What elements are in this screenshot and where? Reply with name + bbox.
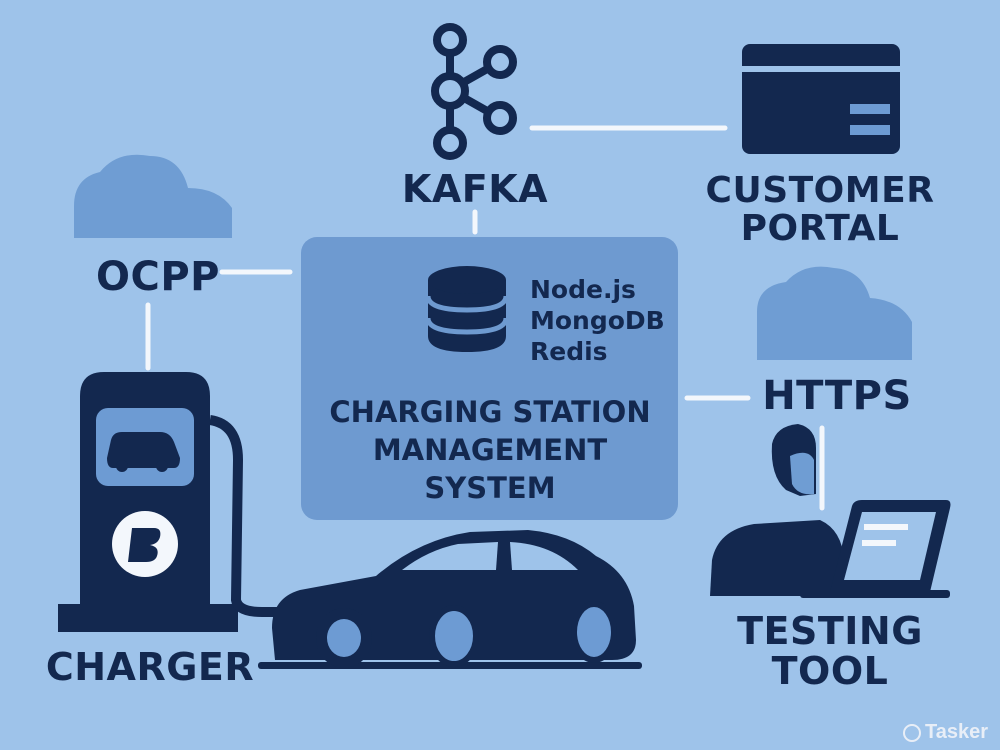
car-icon <box>258 530 642 669</box>
tech-stack-item: Node.js <box>530 275 636 304</box>
customer-portal-label-line: CUSTOMER <box>705 170 935 211</box>
brand-name: Tasker <box>924 721 988 743</box>
csms-title-line: CHARGING STATION <box>329 395 651 429</box>
testing-tool-label-line: TESTING <box>737 609 923 653</box>
tech-stack-list: Node.js MongoDB Redis <box>530 274 665 367</box>
https-label: HTTPS <box>762 373 912 419</box>
csms-title-line: SYSTEM <box>424 471 556 505</box>
customer-portal-label-line: PORTAL <box>740 207 900 249</box>
csms-panel <box>301 237 678 520</box>
brand-logo-icon <box>902 723 921 742</box>
customer-portal-label: CUSTOMER PORTAL <box>690 172 950 248</box>
brand-watermark: Tasker <box>902 721 988 744</box>
tech-stack-item: Redis <box>530 337 608 366</box>
person-at-laptop-icon <box>710 424 951 598</box>
charging-station-icon <box>58 372 282 632</box>
tech-stack-item: MongoDB <box>530 306 665 335</box>
connectors <box>145 125 825 511</box>
csms-title: CHARGING STATION MANAGEMENT SYSTEM <box>305 393 675 507</box>
kafka-icon <box>431 23 517 160</box>
kafka-label: KAFKA <box>401 167 549 211</box>
cloud-icon <box>74 154 232 238</box>
database-icon <box>425 266 509 352</box>
cloud-icon <box>757 266 912 360</box>
csms-title-line: MANAGEMENT <box>372 433 608 467</box>
ocpp-label: OCPP <box>96 254 220 300</box>
browser-window-icon <box>742 44 900 154</box>
testing-tool-label: TESTING TOOL <box>720 609 940 693</box>
charger-label: CHARGER <box>45 645 255 689</box>
testing-tool-label-line: TOOL <box>771 648 889 693</box>
